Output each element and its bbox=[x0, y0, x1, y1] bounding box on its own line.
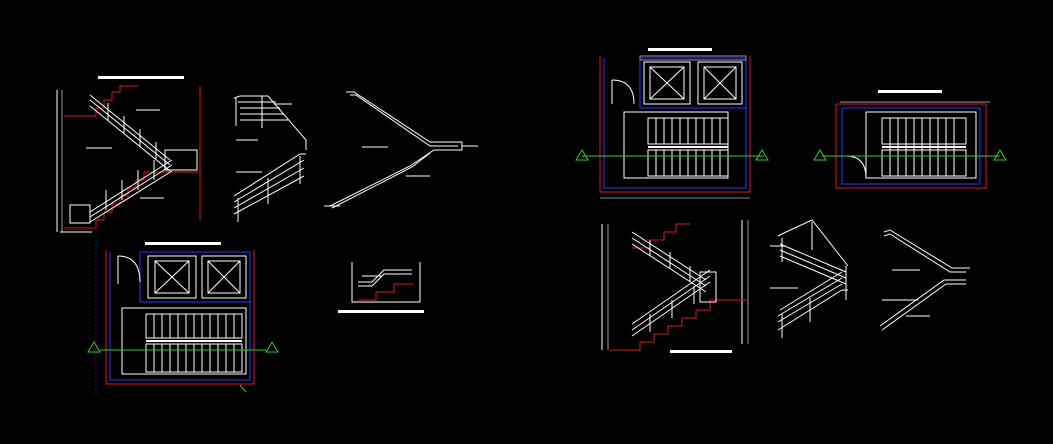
detail-title-bar bbox=[338, 310, 424, 313]
stair-treads-right-lower bbox=[655, 150, 721, 176]
triangle-marker[interactable] bbox=[575, 149, 589, 161]
section-marker-group bbox=[87, 149, 1007, 353]
handrail-profile-left bbox=[324, 91, 478, 209]
plan-title-bar-right bbox=[648, 48, 712, 51]
handrail-elevation-right bbox=[770, 219, 849, 338]
plan-small-title-bar bbox=[878, 90, 942, 93]
plan-title-bar bbox=[145, 242, 221, 245]
section-title-bar bbox=[98, 76, 184, 79]
stair-treads-right-upper bbox=[655, 118, 721, 144]
stair-treads-lower bbox=[153, 344, 235, 372]
left-stair-section bbox=[56, 76, 201, 233]
stair-plan-left bbox=[95, 240, 266, 394]
triangle-marker[interactable] bbox=[993, 149, 1007, 161]
triangle-marker[interactable] bbox=[265, 341, 279, 353]
triangle-marker[interactable] bbox=[87, 341, 101, 353]
handrail-elevation-left bbox=[233, 95, 307, 222]
right-stair-section bbox=[601, 220, 749, 353]
stair-plan-right-main bbox=[582, 48, 764, 199]
triangle-marker[interactable] bbox=[813, 149, 827, 161]
stair-treads-upper bbox=[153, 314, 235, 338]
stair-plan-right-small bbox=[822, 90, 1000, 189]
section-right-title-bar bbox=[670, 350, 732, 353]
step-nosing-detail bbox=[338, 262, 424, 313]
handrail-profile-right bbox=[879, 229, 970, 331]
triangle-marker[interactable] bbox=[755, 149, 769, 161]
